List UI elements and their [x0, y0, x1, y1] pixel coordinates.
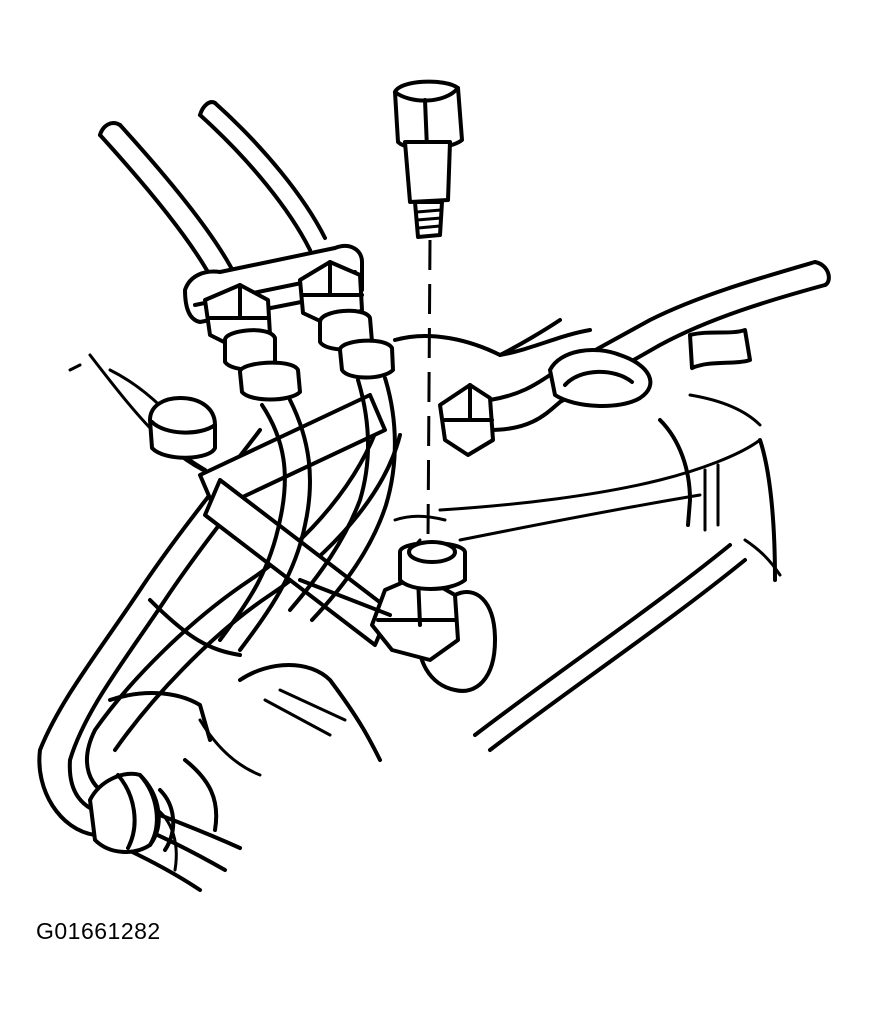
left-cap	[148, 396, 217, 460]
line-clamp	[88, 771, 176, 854]
cross-bar	[148, 393, 392, 647]
bleeder-screw	[393, 79, 464, 239]
return-line	[438, 260, 831, 457]
alignment-dashed-line	[426, 239, 432, 541]
left-line-fitting	[203, 283, 312, 652]
upper-fuel-lines	[98, 100, 327, 287]
right-line-fitting	[288, 260, 397, 622]
figure-code: G01661282	[36, 918, 161, 944]
engine-housing-outline	[68, 318, 782, 752]
banjo-fitting	[298, 540, 497, 693]
